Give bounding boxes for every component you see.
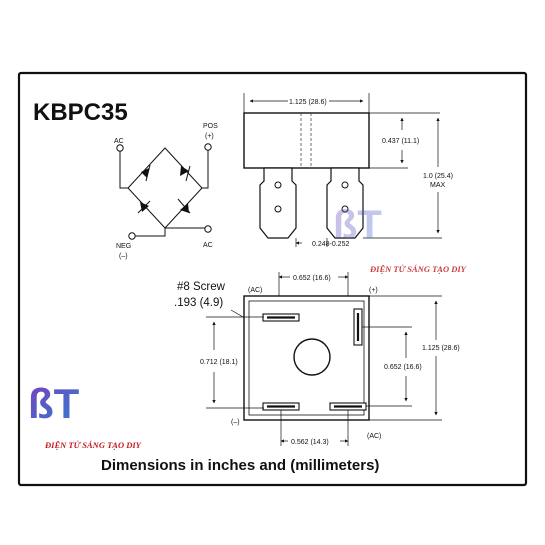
lead-left <box>259 167 297 239</box>
pad-ac-bottom-right <box>329 402 367 411</box>
label-pos-sign: (+) <box>205 133 214 140</box>
label-ac-bottom-right: (AC) <box>367 433 381 440</box>
label-neg-bottom-left: (–) <box>231 419 240 426</box>
part-title: KBPC35 <box>33 99 128 126</box>
dim-overall-height: 1.125 (28.6) <box>422 345 460 352</box>
bridge-schematic: AC POS (+) NEG (–) AC <box>114 123 218 260</box>
label-ac-bottom: AC <box>203 242 213 249</box>
dim-bottom-spacing: 0.562 (14.3) <box>291 439 329 446</box>
label-neg: NEG <box>116 243 131 250</box>
dimensions-caption: Dimensions in inches and (millimeters) <box>101 457 379 474</box>
dim-max-height: 1.0 (25.4) <box>423 173 453 180</box>
diode-bottom-left <box>137 200 151 214</box>
pad-neg-bottom-left <box>262 402 300 411</box>
watermark-logo-letters: ßT <box>333 203 382 247</box>
label-pos-top-right: (+) <box>369 287 378 294</box>
dim-right-spacing: 0.652 (16.6) <box>384 364 422 371</box>
label-pos: POS <box>203 123 218 130</box>
watermark-logo-left: ßT <box>28 380 80 427</box>
side-view: 1.125 (28.6) 0.437 (11.1) 1.0 (25.4) MAX… <box>243 93 453 248</box>
watermark-logo-right: ßT <box>333 203 382 247</box>
label-neg-sign: (–) <box>119 253 128 260</box>
label-ac-top: AC <box>114 138 124 145</box>
watermark-logo-letters-left: ßT <box>28 380 80 427</box>
screw-dim: .193 (4.9) <box>174 297 223 309</box>
terminal-ac-top <box>116 144 124 152</box>
lead-right <box>326 167 364 239</box>
dim-body-height: 0.437 (11.1) <box>382 138 419 145</box>
package-body <box>243 112 370 169</box>
dim-top-spacing: 0.652 (16.6) <box>293 275 331 282</box>
terminal-neg <box>128 232 136 240</box>
dim-lead-width: 0.248-0.252 <box>312 241 349 248</box>
diode-top-left <box>141 164 151 182</box>
diode-top-right <box>180 165 191 182</box>
watermark-brand-left: ĐIỆN TỬ SÁNG TẠO DIY <box>44 440 142 450</box>
screw-label: #8 Screw <box>177 281 226 293</box>
terminal-pos <box>204 143 212 151</box>
terminal-ac-bottom <box>204 225 212 233</box>
watermark-brand-right: ĐIỆN TỬ SÁNG TẠO DIY <box>369 264 467 274</box>
pad-ac-top-left <box>262 313 300 322</box>
pad-pos-right <box>353 308 363 346</box>
dim-max-label: MAX <box>430 182 446 189</box>
screw-hole <box>293 338 331 376</box>
dim-width: 1.125 (28.6) <box>289 99 327 106</box>
dim-left-height: 0.712 (18.1) <box>200 359 238 366</box>
bottom-view: #8 Screw .193 (4.9) (AC) (+) (–) (AC) 0.… <box>174 272 460 446</box>
diode-bottom-right <box>177 198 191 214</box>
label-ac-top-left: (AC) <box>248 287 262 294</box>
